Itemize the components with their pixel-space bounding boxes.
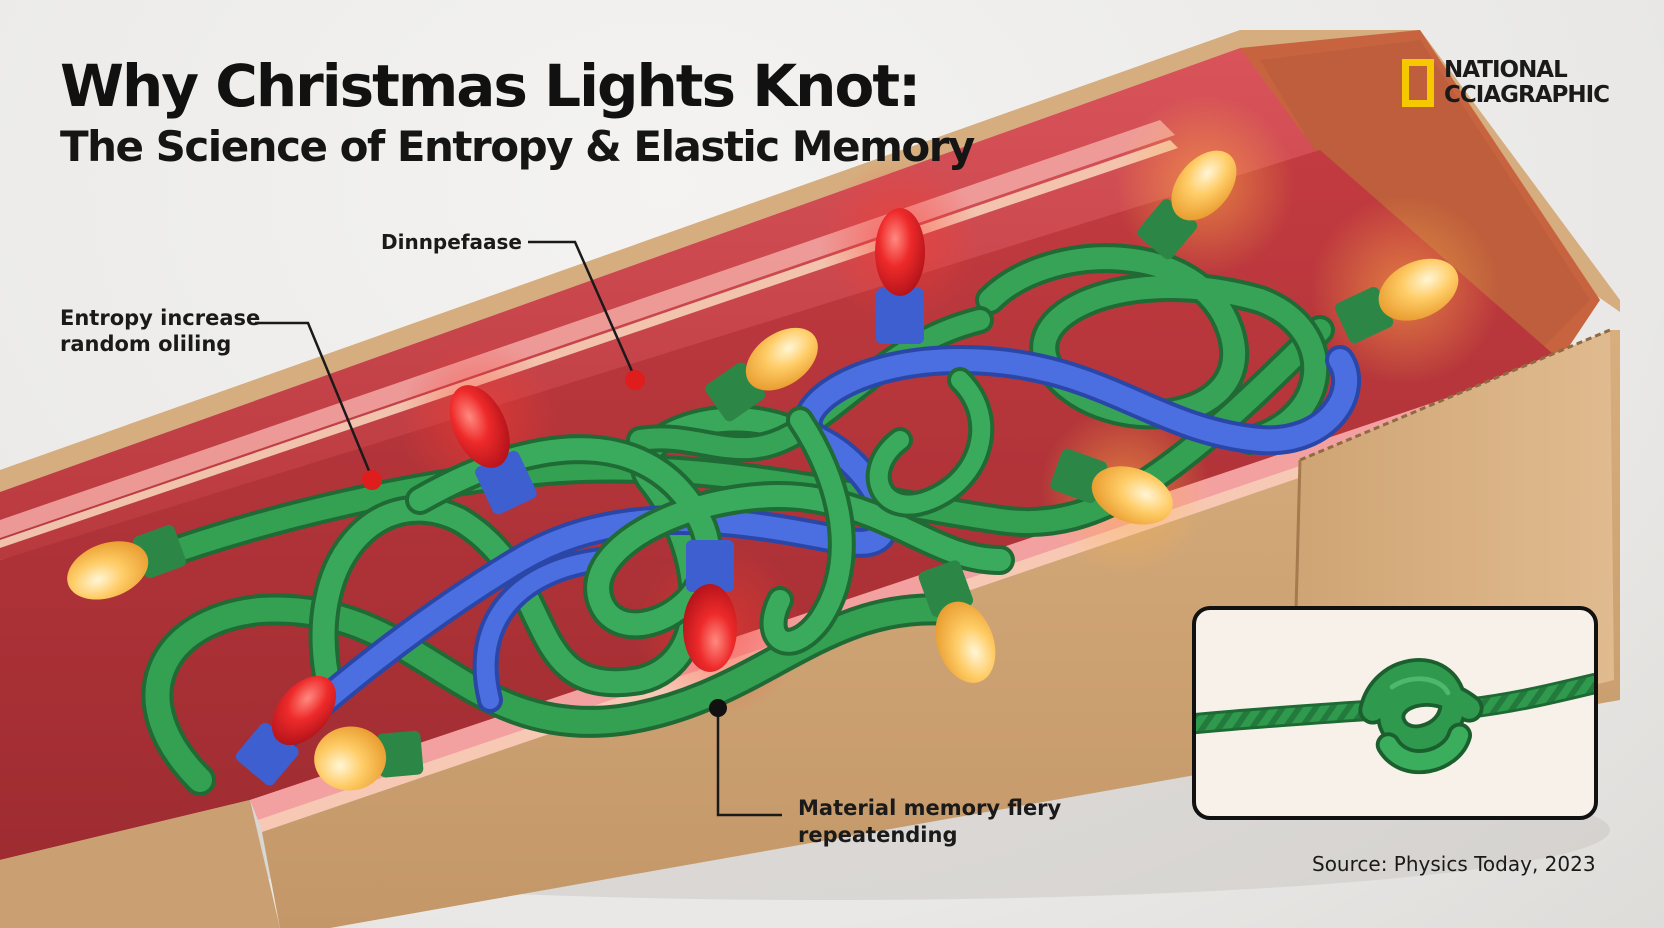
callout-left-line-1: Entropy increase [60,306,261,330]
logo-frame-icon [1402,59,1434,107]
logo-line-2: CCIAGRAPHIC [1444,82,1610,108]
source-credit: Source: Physics Today, 2023 [1312,852,1596,876]
callout-top: Dinnpefaase [381,230,522,254]
callout-bottom-line-1: Material memory flery [798,796,1062,820]
logo: NATIONAL CCIAGRAPHIC [1402,52,1610,114]
page-subtitle: The Science of Entropy & Elastic Memory [60,122,975,171]
knot-closeup-inset [1192,606,1598,820]
page-title: Why Christmas Lights Knot: [60,52,921,120]
callout-left: Entropy increase random oliling [60,305,260,357]
callout-bottom: Material memory flery repeatending [798,795,1061,849]
logo-text: NATIONAL CCIAGRAPHIC [1444,57,1610,108]
knotted-cord-icon [1196,658,1594,774]
logo-line-1: NATIONAL [1444,57,1568,83]
callout-left-line-2: random oliling [60,332,232,356]
callout-bottom-line-2: repeatending [798,823,958,847]
